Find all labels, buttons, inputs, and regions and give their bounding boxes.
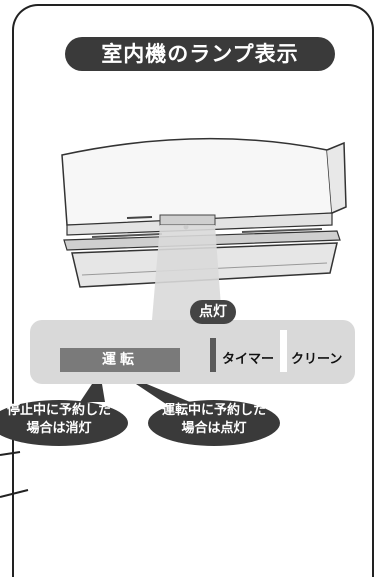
bubble-on: 運転中に予約した 場合は点灯 <box>148 400 280 446</box>
bubble-off: 停止中に予約した 場合は消灯 <box>0 400 128 446</box>
bubble-on-line2: 場合は点灯 <box>181 421 247 436</box>
bubble-on-line1: 運転中に予約した <box>161 403 266 418</box>
timer-lamp <box>210 338 216 372</box>
indoor-unit-illustration <box>61 137 347 288</box>
clean-label: クリーン <box>291 352 343 367</box>
bubble-off-line1: 停止中に予約した <box>6 403 111 418</box>
run-lamp: 運転 <box>60 348 180 372</box>
card-frame <box>12 4 374 577</box>
page-title: 室内機のランプ表示 <box>65 37 335 71</box>
clean-lamp <box>280 330 287 372</box>
lit-badge: 点灯 <box>190 300 236 324</box>
timer-label: タイマー <box>222 352 275 367</box>
bubble-off-line2: 場合は消灯 <box>26 421 92 436</box>
